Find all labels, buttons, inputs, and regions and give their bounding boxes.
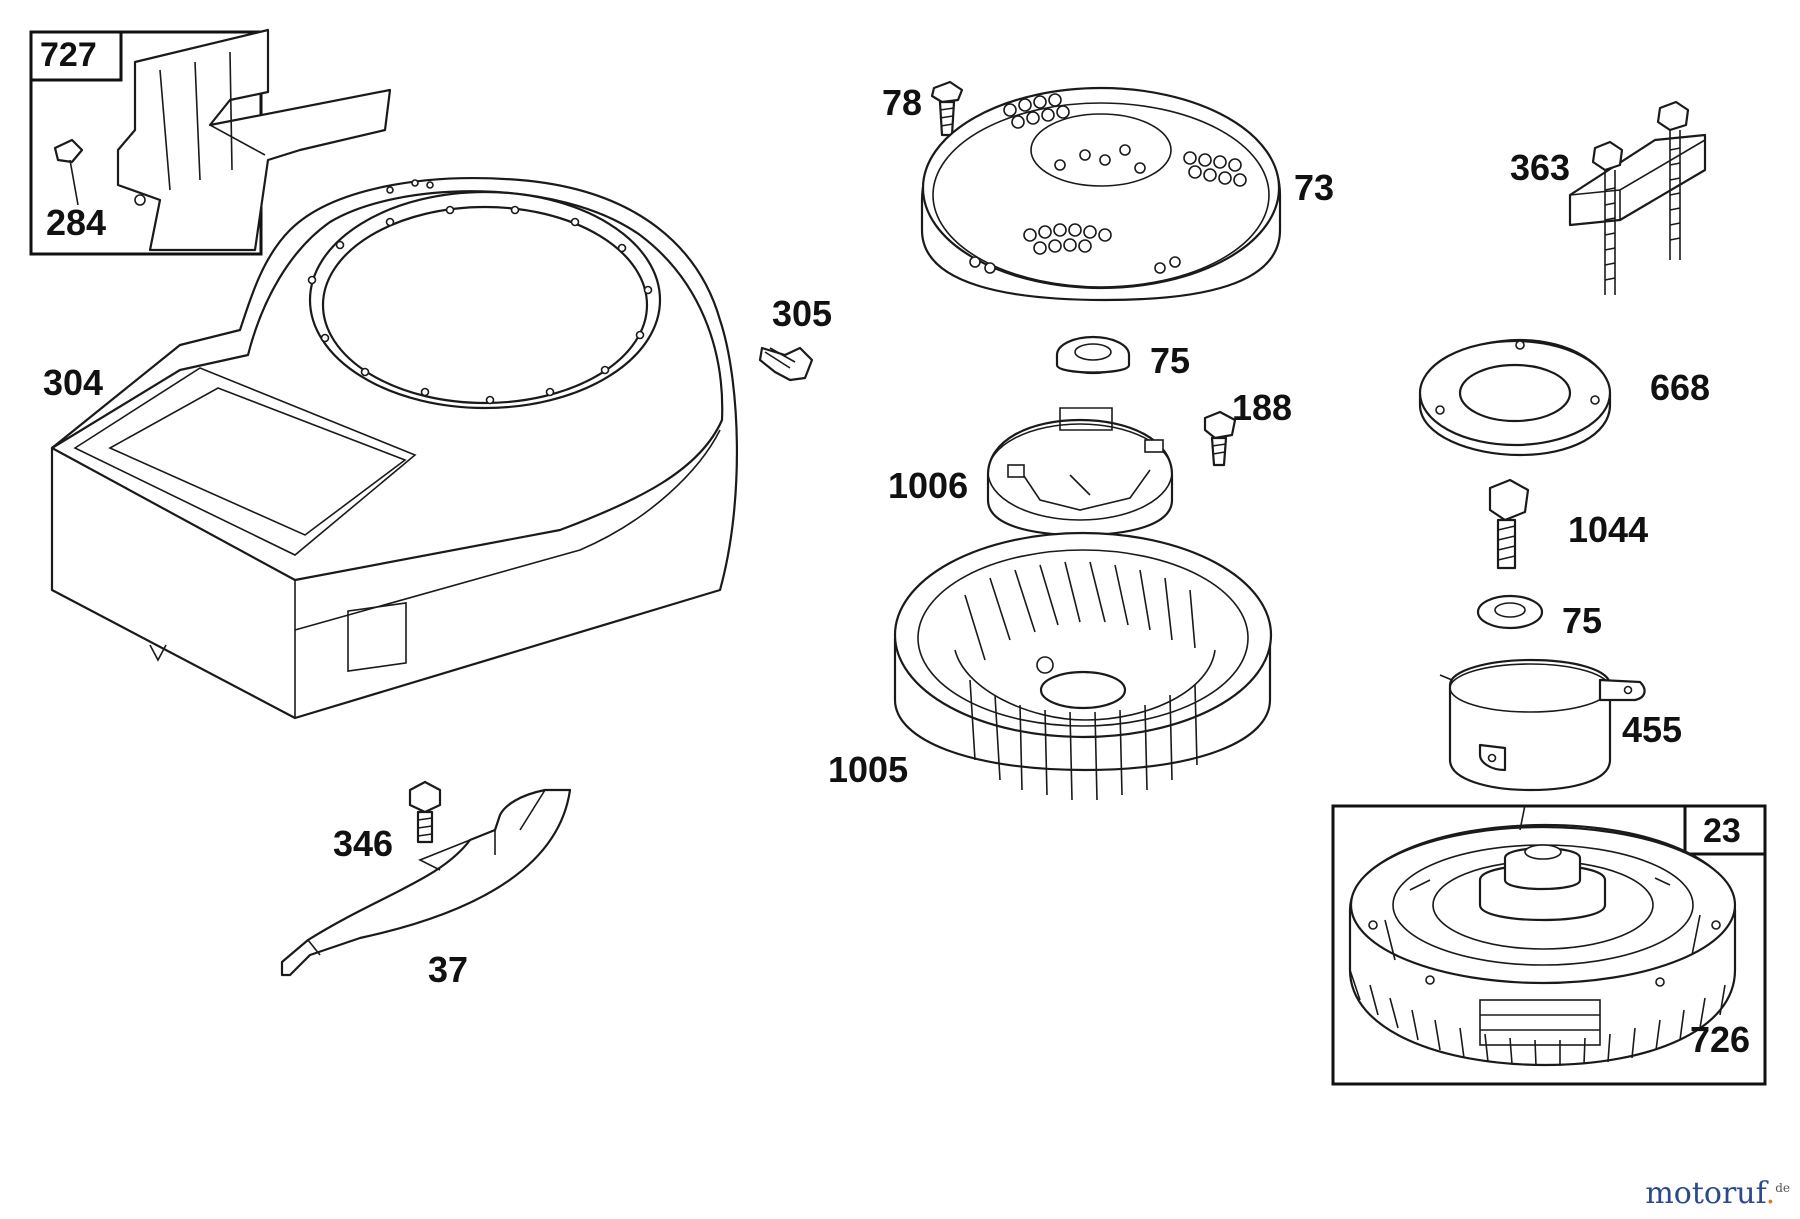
bolt-1044-part [1488,478,1530,570]
part-number-304: 304 [43,362,104,403]
flywheel-1005-part [893,531,1273,801]
plate-668-part [1418,338,1612,457]
part-number-363: 363 [1510,147,1571,188]
flywheel-726-part [1348,804,1737,1067]
bolt-346-part [408,780,442,844]
starter-cup-455-part [1439,658,1646,792]
part-number-78: 78 [882,82,923,123]
watermark-dot: . [1765,1176,1776,1211]
part-number-727: 727 [40,36,97,74]
screw-284-part [53,138,84,206]
part-number-188: 188 [1232,387,1293,428]
washer-75-lower-part [1476,594,1544,630]
part-number-1044: 1044 [1568,509,1649,550]
part-number-1006: 1006 [888,465,969,506]
blower-housing-304-part [50,177,739,720]
starter-cup-1006-part [986,407,1174,537]
air-guide-37-part [280,788,572,977]
inset-box-23 [1331,804,1767,1086]
part-number-75: 75 [1150,340,1191,381]
screw-78-part [930,80,964,137]
part-number-37: 37 [428,949,469,990]
watermark-main: motoruf [1645,1176,1766,1211]
washer-75-part [1055,335,1131,375]
watermark-logo: motoruf.de [1645,1179,1790,1209]
part-number-23: 23 [1703,812,1741,850]
bracket-727-part [116,28,392,252]
part-number-305: 305 [772,293,833,334]
part-number-75-lower: 75 [1562,600,1603,641]
part-number-73: 73 [1294,167,1335,208]
bolt-305-part [758,346,814,382]
bracket-363-part [1568,100,1707,295]
part-number-284: 284 [46,202,107,243]
bolt-188-part [1203,410,1237,467]
part-number-455: 455 [1622,709,1683,750]
part-number-1005: 1005 [828,749,909,790]
part-number-668: 668 [1650,367,1711,408]
watermark-suffix: de [1775,1181,1790,1195]
part-number-346: 346 [333,823,394,864]
rotating-screen-73-part [920,86,1282,302]
part-number-726: 726 [1690,1019,1751,1060]
